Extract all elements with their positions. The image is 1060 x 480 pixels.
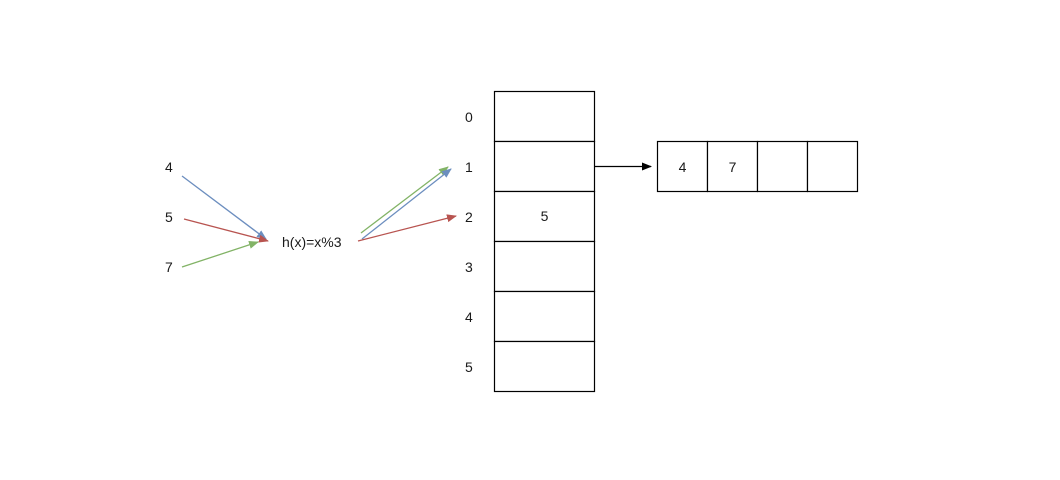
table-cell-0	[493, 90, 596, 143]
table-index-1: 1	[465, 159, 473, 175]
table-cell-4	[493, 290, 596, 343]
arrow-hash-to-1-green	[360, 166, 449, 234]
arrow-hash-to-1-blue	[361, 168, 452, 240]
input-value-7: 7	[165, 259, 173, 275]
table-cell-5	[493, 340, 596, 393]
chain-cell-3	[806, 140, 859, 193]
chain-cell-1-value: 7	[729, 159, 737, 175]
table-index-0: 0	[465, 109, 473, 125]
table-cell-2	[493, 190, 596, 243]
table-index-3: 3	[465, 259, 473, 275]
input-value-4: 4	[165, 159, 173, 175]
hash-function-label: h(x)=x%3	[282, 234, 342, 250]
chain-cell-0-value: 4	[679, 159, 687, 175]
table-cell-1	[493, 140, 596, 193]
table-cell-3	[493, 240, 596, 293]
arrow-7-to-hash	[181, 241, 259, 268]
input-value-5: 5	[165, 209, 173, 225]
arrow-4-to-hash	[181, 175, 267, 240]
collision-chain	[656, 140, 859, 193]
table-index-2: 2	[465, 209, 473, 225]
table-index-4: 4	[465, 309, 473, 325]
chain-cell-2	[756, 140, 809, 193]
hash-table	[493, 90, 596, 393]
chain-cell-1	[706, 140, 759, 193]
table-index-5: 5	[465, 359, 473, 375]
chain-cell-0	[656, 140, 709, 193]
arrow-5-to-hash	[183, 218, 269, 243]
arrow-hash-to-2-red	[357, 214, 457, 242]
table-cell-2-value: 5	[541, 208, 549, 224]
